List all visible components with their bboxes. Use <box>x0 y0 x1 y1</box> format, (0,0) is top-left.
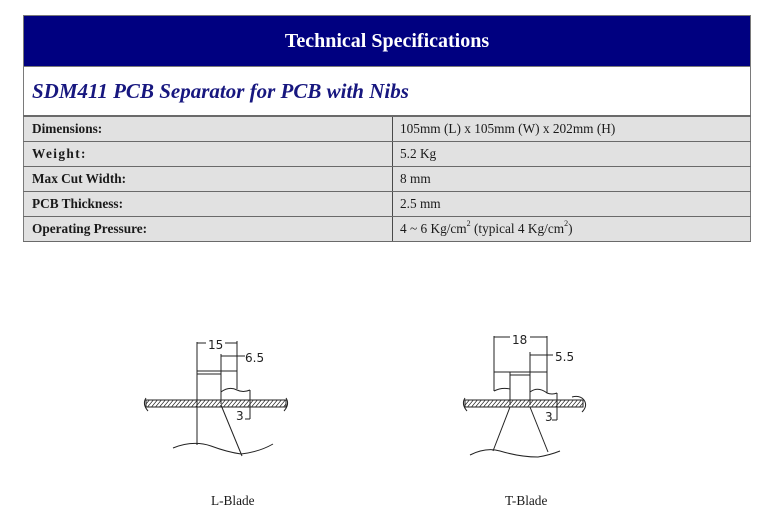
spec-value-operating-pressure: 4 ~ 6 Kg/cm2 (typical 4 Kg/cm2) <box>392 216 751 242</box>
table-header: Technical Specifications <box>23 15 751 67</box>
t-blade-caption: T-Blade <box>505 493 548 508</box>
spec-label-operating-pressure: Operating Pressure: <box>23 216 393 242</box>
spec-value-pcb-thickness: 2.5 mm <box>392 191 751 217</box>
pressure-range: 4 ~ 6 Kg/cm <box>400 221 467 236</box>
l-blade-diagram <box>143 341 289 457</box>
spec-label-dimensions: Dimensions: <box>23 116 393 142</box>
spec-value-dimensions: 105mm (L) x 105mm (W) x 202mm (H) <box>392 116 751 142</box>
spec-value-max-cut-width: 8 mm <box>392 166 751 192</box>
table-row: Operating Pressure: 4 ~ 6 Kg/cm2 (typica… <box>23 216 751 242</box>
spec-label-weight: Weight: <box>23 141 393 167</box>
t-blade-dim-nib: 5.5 <box>555 350 574 364</box>
l-blade-dim-depth: 3 <box>236 409 244 423</box>
technical-specifications-table: Technical Specifications SDM411 PCB Sepa… <box>23 15 751 242</box>
table-row: Weight: 5.2 Kg <box>23 141 751 167</box>
t-blade-dim-width: 18 <box>512 333 527 347</box>
pressure-typical: (typical 4 Kg/cm <box>470 221 565 236</box>
l-blade-dim-nib: 6.5 <box>245 351 264 365</box>
spec-label-pcb-thickness: PCB Thickness: <box>23 191 393 217</box>
product-title: SDM411 PCB Separator for PCB with Nibs <box>23 66 751 117</box>
table-row: Max Cut Width: 8 mm <box>23 166 751 192</box>
t-blade-diagram <box>462 336 587 458</box>
paren-close: ) <box>568 221 573 236</box>
l-blade-dim-width: 15 <box>208 338 223 352</box>
blade-diagrams: 15 6.5 3 18 5.5 3 <box>143 333 587 458</box>
superscript: 2 <box>466 219 471 228</box>
t-blade-dim-depth: 3 <box>545 410 553 424</box>
superscript: 2 <box>564 219 569 228</box>
spec-label-max-cut-width: Max Cut Width: <box>23 166 393 192</box>
l-blade-caption: L-Blade <box>211 493 255 508</box>
spec-value-weight: 5.2 Kg <box>392 141 751 167</box>
table-row: PCB Thickness: 2.5 mm <box>23 191 751 217</box>
table-row: Dimensions: 105mm (L) x 105mm (W) x 202m… <box>23 116 751 142</box>
